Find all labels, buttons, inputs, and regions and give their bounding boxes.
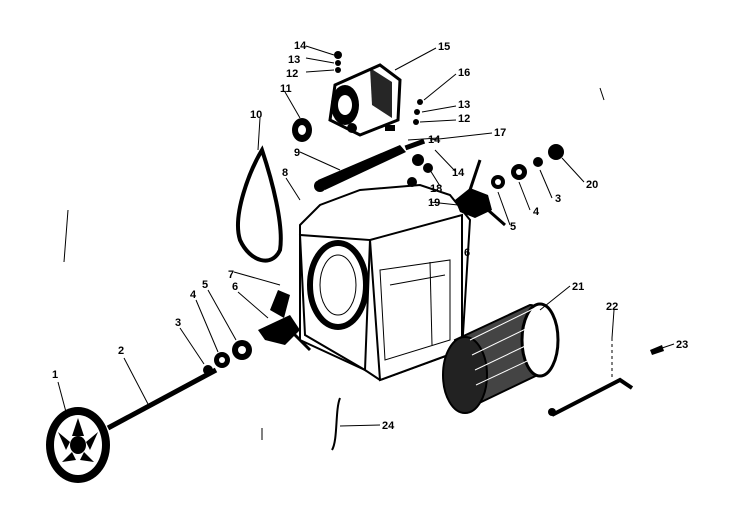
label-22: 22 (606, 301, 618, 313)
left-bearing-group (203, 290, 312, 375)
label-12-top: 12 (286, 68, 298, 80)
motor-hardware-left (334, 51, 342, 73)
blower-wheel (442, 302, 560, 414)
label-9: 9 (294, 147, 300, 159)
label-14-top: 14 (294, 40, 307, 52)
label-6-right: 6 (464, 247, 470, 259)
label-13-top: 13 (288, 54, 300, 66)
label-13-right: 13 (458, 99, 470, 111)
label-14-lower: 14 (452, 167, 465, 179)
label-4: 4 (190, 289, 197, 301)
motor (328, 63, 402, 137)
label-10: 10 (250, 109, 262, 121)
label-17: 17 (494, 127, 506, 139)
label-20: 20 (586, 179, 598, 191)
support-rod (548, 338, 634, 417)
label-24: 24 (382, 420, 395, 432)
label-2: 2 (118, 345, 124, 357)
motor-hardware-right (385, 99, 423, 131)
blower-housing (298, 183, 472, 382)
label-23: 23 (676, 339, 688, 351)
motor-pulley (292, 118, 312, 142)
scan-marks (63, 87, 605, 440)
part-labels: 1 2 3 4 5 6 7 8 9 10 11 12 13 14 15 16 1… (52, 40, 688, 432)
label-3: 3 (175, 317, 181, 329)
leader-lines (57, 45, 675, 427)
bracket-part (331, 397, 341, 451)
shaft (106, 367, 218, 431)
label-18: 18 (430, 183, 442, 195)
label-14-mid: 14 (428, 134, 441, 146)
pulley-wheel (46, 407, 110, 483)
right-bearing-group (404, 138, 564, 227)
label-21: 21 (572, 281, 584, 293)
label-19: 19 (428, 197, 440, 209)
label-16: 16 (458, 67, 470, 79)
label-12-right: 12 (458, 113, 470, 125)
label-1: 1 (52, 369, 58, 381)
label-8: 8 (282, 167, 288, 179)
label-5-right: 5 (510, 221, 516, 233)
motor-mount-bracket (314, 145, 406, 192)
screw (650, 345, 664, 355)
label-5: 5 (202, 279, 208, 291)
label-3-right: 3 (555, 193, 561, 205)
label-6: 6 (232, 281, 238, 293)
label-4-right: 4 (533, 206, 540, 218)
label-7: 7 (228, 269, 234, 281)
label-11: 11 (280, 83, 292, 95)
belt (236, 145, 283, 263)
label-15: 15 (438, 41, 450, 53)
